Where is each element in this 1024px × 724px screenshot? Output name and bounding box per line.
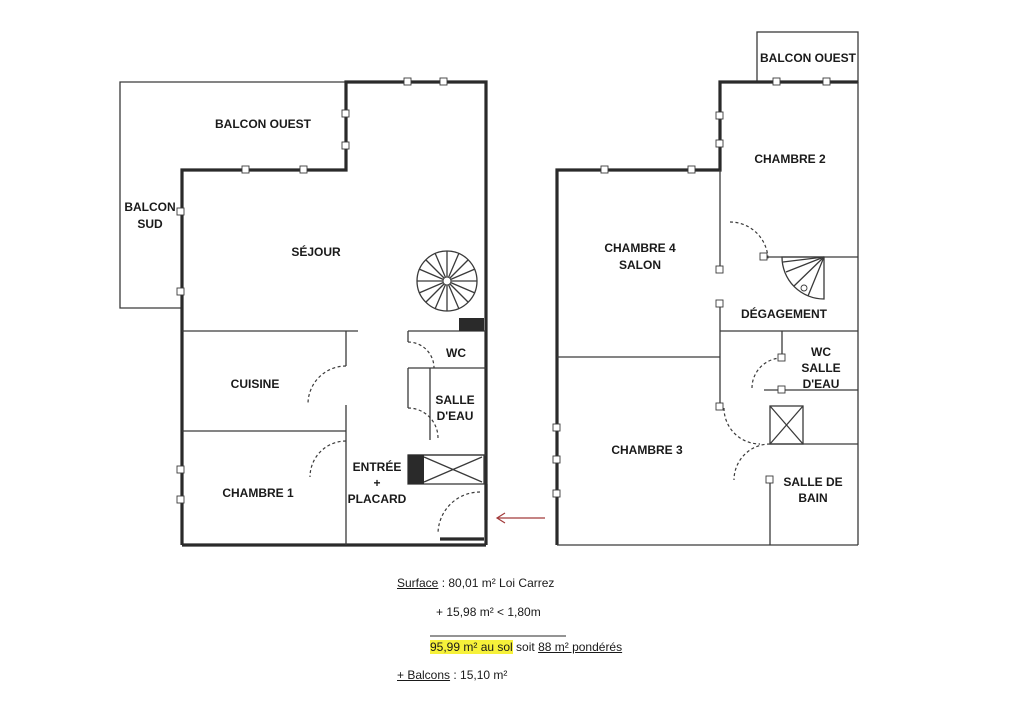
label-degagement: DÉGAGEMENT — [741, 306, 828, 321]
door-entree — [437, 491, 481, 535]
door-sdb — [733, 443, 771, 481]
balcons-line: + Balcons : 15,10 m² — [397, 668, 507, 682]
surface-value: : 80,01 m² Loi Carrez — [438, 576, 555, 590]
door-chambre2 — [729, 221, 769, 261]
left-floor-plan: BALCON OUEST BALCON SUD SÉJOUR CUISINE C… — [119, 77, 545, 547]
duct-x2 — [769, 405, 804, 445]
balcons-label: + Balcons — [397, 668, 451, 682]
door-salle-eau — [407, 407, 439, 439]
door-cuisine — [307, 365, 347, 405]
total-weighted: 88 m² pondérés — [538, 640, 623, 654]
label-balcon-ouest-right: BALCON OUEST — [760, 51, 857, 65]
label-entree-3: PLACARD — [348, 492, 407, 506]
duct-box-right — [769, 405, 804, 445]
label-entree-2: + — [373, 476, 380, 490]
placard-x2 — [423, 456, 483, 483]
label-wc-right-2: SALLE — [801, 361, 840, 375]
balcons-value: : 15,10 m² — [450, 668, 508, 682]
label-chambre1: CHAMBRE 1 — [222, 486, 294, 500]
label-balcon-sud-1: BALCON — [124, 200, 175, 214]
door-chambre3 — [723, 407, 761, 445]
label-balcon-ouest: BALCON OUEST — [215, 117, 312, 131]
total-line: 95,99 m² au sol soit 88 m² pondérés — [430, 640, 622, 654]
label-salle-eau-1: SALLE — [435, 393, 474, 407]
extra-line: + 15,98 m² < 1,80m — [436, 605, 541, 619]
door-wc-right — [751, 357, 783, 389]
label-wc-right-3: D'EAU — [803, 377, 840, 391]
total-mid: soit — [512, 640, 539, 654]
label-sejour: SÉJOUR — [291, 244, 341, 259]
label-salle-bain-2: BAIN — [798, 491, 827, 505]
label-balcon-sud-2: SUD — [137, 217, 163, 231]
label-wc-right-1: WC — [811, 345, 831, 359]
label-chambre4-2: SALON — [619, 258, 661, 272]
door-wc — [407, 341, 435, 369]
label-salle-bain-1: SALLE DE — [783, 475, 842, 489]
entry-arrow — [495, 512, 545, 524]
label-chambre2: CHAMBRE 2 — [754, 152, 826, 166]
label-wc: WC — [446, 346, 466, 360]
extra-value: + 15,98 m² < 1,80m — [436, 605, 541, 619]
duct-block-2 — [459, 318, 484, 331]
right-floor-plan: BALCON OUEST CHAMBRE 2 CHAMBRE 4 SALON D… — [552, 31, 859, 546]
spiral-staircase-left — [416, 250, 478, 312]
exterior-wall-left — [180, 80, 488, 545]
surface-line: Surface : 80,01 m² Loi Carrez — [397, 576, 554, 590]
label-chambre4-1: CHAMBRE 4 — [604, 241, 676, 255]
spiral-staircase-right — [781, 256, 825, 300]
surface-label: Surface — [397, 576, 439, 590]
label-chambre3: CHAMBRE 3 — [611, 443, 683, 457]
total-highlight: 95,99 m² au sol — [430, 640, 513, 654]
balcony-outline-left — [119, 81, 346, 309]
door-chambre1 — [309, 440, 347, 478]
label-entree-1: ENTRÉE — [353, 459, 402, 474]
window-markers-left — [176, 77, 448, 504]
label-salle-eau-2: D'EAU — [437, 409, 474, 423]
window-markers-right — [552, 77, 831, 498]
label-cuisine: CUISINE — [231, 377, 280, 391]
duct-block — [408, 455, 424, 484]
